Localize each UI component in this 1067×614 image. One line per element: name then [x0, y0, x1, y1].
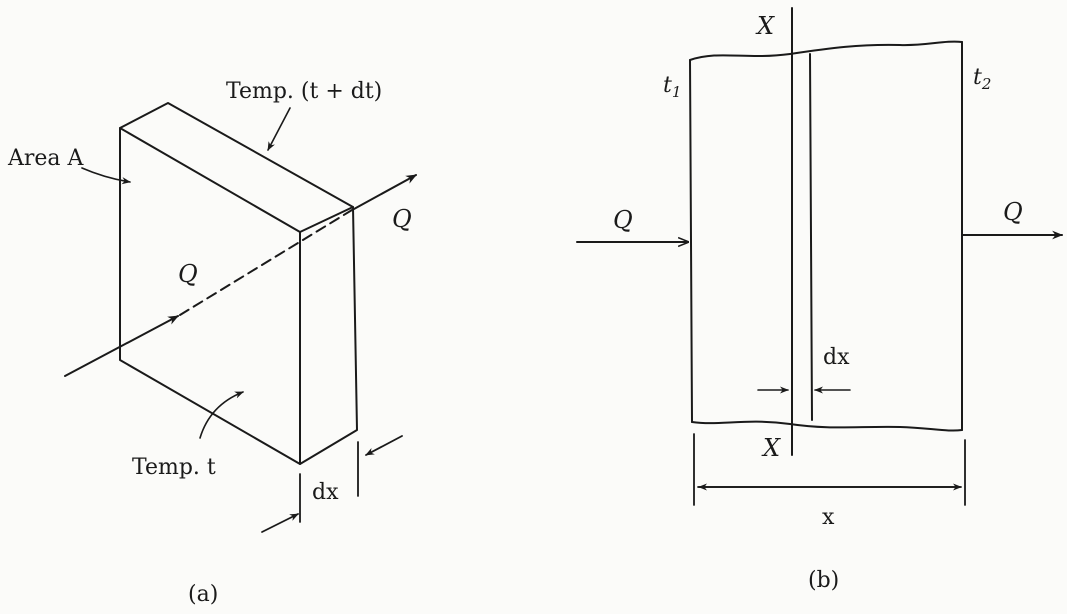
thickness-label: dx: [312, 480, 339, 505]
dx-label-b: dx: [823, 345, 850, 370]
q-out-label-b: Q: [1003, 198, 1023, 226]
figure-a: Area A Temp. (t + dt) Q Q Temp. t dx (a): [7, 79, 417, 607]
figure-b: X X t1 t2 Q Q dx x (b): [576, 7, 1064, 593]
area-leader: [81, 167, 131, 185]
wall-outline: [689, 7, 963, 456]
q-in-label-b: Q: [613, 206, 633, 234]
caption-a: (a): [188, 582, 218, 607]
q-in-arrow: [64, 315, 179, 377]
dx-dimension-a: [261, 435, 403, 533]
x-dimension: [693, 433, 966, 506]
temp-front-leader: [199, 391, 244, 439]
temp-top-label: Temp. (t + dt): [226, 79, 382, 104]
q-out-arrow: [353, 174, 417, 210]
x-dimension-label: x: [822, 505, 835, 530]
t1-label: t1: [663, 73, 681, 101]
q-out-label: Q: [392, 205, 412, 233]
x-bottom-label: X: [761, 434, 781, 462]
x-top-label: X: [755, 12, 775, 40]
t2-label: t2: [973, 65, 991, 93]
slab-outline: [119, 102, 358, 465]
temp-top-leader: [267, 107, 291, 151]
caption-b: (b): [808, 568, 839, 593]
q-in-label: Q: [178, 260, 198, 288]
area-label: Area A: [7, 146, 85, 171]
temp-front-label: Temp. t: [132, 455, 216, 480]
q-hidden-path: [179, 209, 353, 316]
